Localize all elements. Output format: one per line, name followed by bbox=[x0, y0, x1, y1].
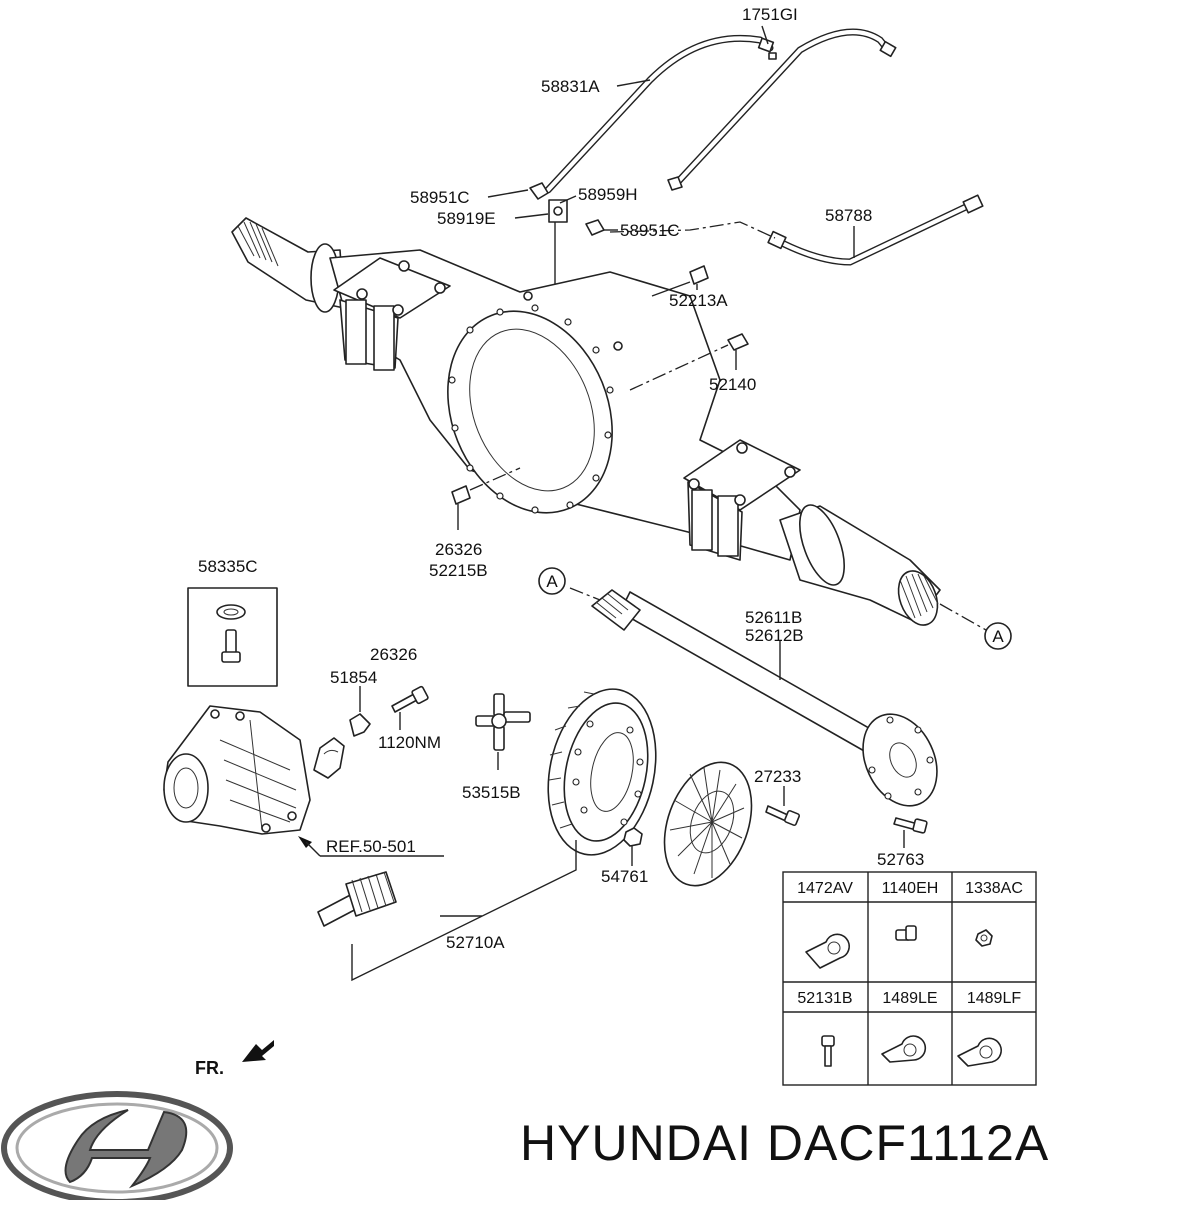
table-cell-1489lf: 1489LF bbox=[967, 990, 1021, 1007]
label-52710a: 52710A bbox=[446, 933, 505, 952]
label-58951c-mid: 58951C bbox=[620, 221, 680, 240]
arrow-ref-50-501 bbox=[298, 836, 444, 857]
bolt-icon-52131b bbox=[821, 1035, 835, 1067]
svg-text:A: A bbox=[992, 627, 1004, 646]
leader-a-right bbox=[939, 603, 987, 631]
label-58831a: 58831A bbox=[541, 77, 600, 96]
ref-marker-a-left: A bbox=[538, 567, 566, 595]
kit-box-58335c bbox=[187, 587, 278, 687]
label-26326-a: 26326 bbox=[435, 540, 482, 559]
brake-hose-right bbox=[671, 28, 892, 189]
label-58959h: 58959H bbox=[578, 185, 638, 204]
svg-text:A: A bbox=[546, 572, 558, 591]
breather-52213a bbox=[651, 265, 709, 297]
spider-cross-53515b bbox=[475, 693, 531, 770]
bearing-cap bbox=[313, 737, 345, 779]
axle-housing bbox=[231, 217, 941, 626]
front-arrow-icon: FR. bbox=[195, 1040, 274, 1078]
clamp-icon-1489lf bbox=[957, 1037, 1002, 1067]
label-53515b: 53515B bbox=[462, 783, 521, 802]
label-1120nm: 1120NM bbox=[378, 733, 441, 752]
fr-label: FR. bbox=[195, 1058, 224, 1078]
bolt-icon-1140eh bbox=[895, 925, 917, 941]
hyundai-logo-icon bbox=[1, 1091, 233, 1205]
table-cell-1338ac: 1338AC bbox=[965, 880, 1023, 897]
label-26326-b: 26326 bbox=[370, 645, 417, 664]
plug-26326 bbox=[451, 467, 521, 530]
leader-dashed-58788 bbox=[609, 221, 776, 239]
axle-shaft-52611b bbox=[591, 589, 938, 807]
drive-pinion bbox=[317, 871, 397, 927]
nut-54761 bbox=[623, 827, 643, 866]
bolt-52763 bbox=[893, 817, 928, 848]
leader-a-left bbox=[569, 587, 601, 601]
label-52140: 52140 bbox=[709, 375, 756, 394]
parts-table: 1472AV 1140EH 1338AC 52131B 1489LE 1489L… bbox=[782, 871, 1037, 1086]
callout-labels: 1751GI 58831A 58951C 58959H 58919E 58951… bbox=[198, 5, 924, 952]
ref-marker-a-right: A bbox=[984, 622, 1012, 650]
label-27233: 27233 bbox=[754, 767, 801, 786]
clamp-icon-1489le bbox=[881, 1035, 927, 1063]
clamp-icon-1472av bbox=[805, 933, 850, 969]
label-52612b: 52612B bbox=[745, 626, 804, 645]
brake-hose-58788 bbox=[767, 194, 984, 266]
label-54761: 54761 bbox=[601, 867, 648, 886]
label-51854: 51854 bbox=[330, 668, 377, 687]
leader-52710a bbox=[351, 840, 577, 982]
label-1751gi: 1751GI bbox=[742, 5, 798, 24]
label-58788: 58788 bbox=[825, 206, 872, 225]
ring-gear-52710a bbox=[547, 688, 657, 856]
label-ref-50-501: REF.50-501 bbox=[326, 837, 416, 856]
differential-case bbox=[663, 761, 753, 887]
brake-hose-58831a bbox=[544, 34, 774, 194]
table-cell-1140eh: 1140EH bbox=[882, 880, 939, 897]
label-58951c-top: 58951C bbox=[410, 188, 470, 207]
label-52215b: 52215B bbox=[429, 561, 488, 580]
label-58335c: 58335C bbox=[198, 557, 258, 576]
table-cell-1472av: 1472AV bbox=[797, 880, 853, 897]
differential-carrier bbox=[163, 705, 311, 835]
hose-fitting-top bbox=[757, 37, 897, 60]
sensor-52140 bbox=[629, 333, 749, 391]
label-58919e: 58919E bbox=[437, 209, 496, 228]
label-52611b: 52611B bbox=[745, 608, 802, 627]
bolt-27233 bbox=[765, 786, 801, 827]
nut-icon-1338ac bbox=[975, 929, 993, 947]
table-cell-52131b: 52131B bbox=[797, 990, 852, 1007]
table-cell-1489le: 1489LE bbox=[882, 990, 937, 1007]
brand-part-number: HYUNDAI DACF1112A bbox=[520, 1115, 1049, 1171]
bolt-1120nm bbox=[391, 685, 429, 730]
label-52213a: 52213A bbox=[669, 291, 728, 310]
lock-plate-51854 bbox=[349, 686, 371, 737]
label-52763: 52763 bbox=[877, 850, 924, 869]
